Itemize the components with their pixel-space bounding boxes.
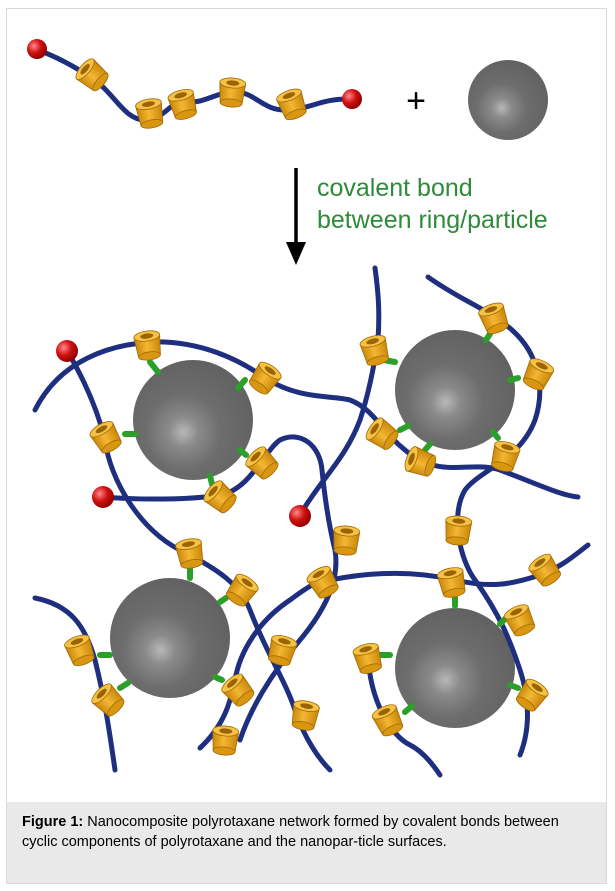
covalent-bond xyxy=(237,447,249,458)
polymer-chain xyxy=(425,274,543,758)
cyclic-ring xyxy=(62,631,98,670)
cyclic-ring xyxy=(132,328,164,363)
covalent-bond xyxy=(507,375,521,383)
covalent-bond xyxy=(117,680,131,691)
cyclic-ring xyxy=(525,550,565,591)
cyclic-ring xyxy=(369,701,407,740)
cyclic-ring xyxy=(443,514,473,547)
cyclic-ring xyxy=(218,670,259,711)
end-cap xyxy=(56,340,78,362)
nanoparticle xyxy=(395,608,515,728)
cyclic-ring xyxy=(289,698,321,733)
cyclic-ring xyxy=(274,85,310,124)
cyclic-ring xyxy=(217,76,247,109)
cyclic-ring xyxy=(331,524,361,557)
covalent-bond xyxy=(147,359,161,375)
covalent-bond xyxy=(217,595,229,605)
covalent-bond xyxy=(490,429,501,441)
cyclic-ring xyxy=(362,414,403,454)
covalent-bond xyxy=(507,682,521,691)
covalent-bond xyxy=(212,674,225,683)
cyclic-ring xyxy=(351,640,385,677)
cyclic-ring xyxy=(174,536,206,571)
cyclic-ring xyxy=(210,724,240,757)
covalent-bond xyxy=(397,423,411,433)
polyrotaxane-chain xyxy=(27,39,362,131)
end-cap xyxy=(289,505,311,527)
caption-label: Figure 1: xyxy=(22,814,84,830)
cyclic-ring xyxy=(166,86,200,123)
covalent-bond xyxy=(207,473,215,487)
cyclic-ring xyxy=(134,96,166,131)
covalent-bond xyxy=(483,331,493,343)
cyclic-ring xyxy=(245,358,285,399)
caption-text: Nanocomposite polyrotaxane network forme… xyxy=(22,814,559,850)
cyclic-ring xyxy=(435,565,469,600)
polymer-chain xyxy=(327,542,591,588)
annotation-line-2: between ring/particle xyxy=(317,206,548,234)
end-cap xyxy=(92,486,114,508)
nanoparticle xyxy=(133,360,253,480)
annotation-line-1: covalent bond xyxy=(317,174,473,202)
figure-caption: Figure 1: Nanocomposite polyrotaxane net… xyxy=(7,802,606,883)
covalent-bond xyxy=(402,703,415,715)
covalent-bond xyxy=(422,441,433,453)
polymer-chain xyxy=(32,595,118,773)
reaction-arrow xyxy=(286,168,306,265)
covalent-bond xyxy=(235,377,248,391)
cyclic-ring xyxy=(512,675,552,716)
cyclic-ring xyxy=(200,477,241,518)
polymer-chain xyxy=(297,265,382,518)
polyrotaxane-network xyxy=(32,265,591,778)
end-cap xyxy=(27,39,47,59)
polyrotaxane-diagram: + covalent bond between ring/particle xyxy=(27,39,591,778)
nanoparticle xyxy=(395,330,515,450)
polymer-chain xyxy=(197,577,328,751)
cyclic-ring xyxy=(519,355,557,394)
cyclic-ring xyxy=(87,417,126,457)
cyclic-ring xyxy=(265,632,299,669)
nanoparticle xyxy=(468,60,548,140)
plus-sign: + xyxy=(406,82,426,120)
end-cap xyxy=(342,89,362,109)
cyclic-ring xyxy=(476,299,512,338)
nanoparticle xyxy=(110,578,230,698)
polymer-chain xyxy=(365,652,443,778)
